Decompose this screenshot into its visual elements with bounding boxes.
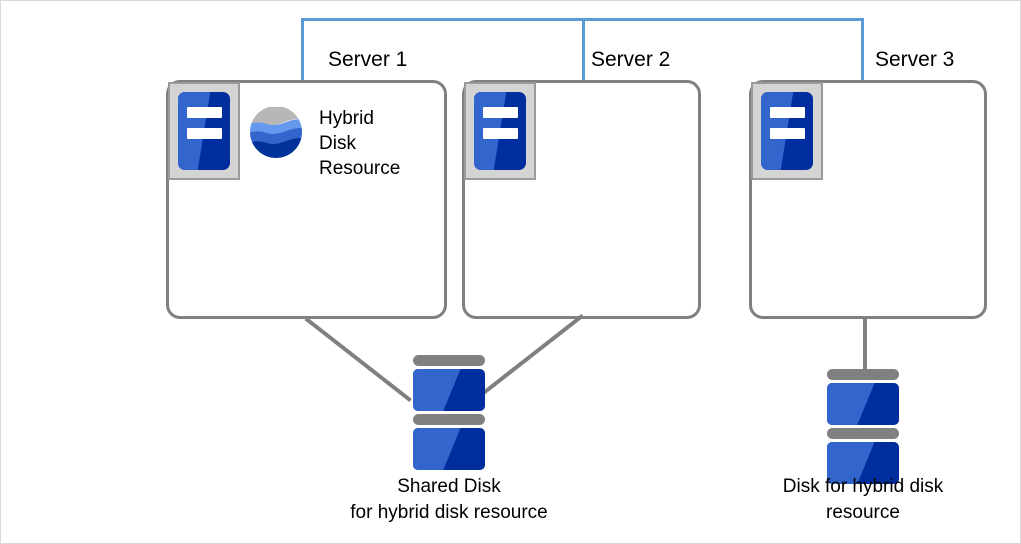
server-chassis: [761, 92, 813, 170]
caption-line-2: resource: [826, 502, 900, 523]
server-slot-bar: [187, 128, 222, 139]
disk-platter: [413, 414, 485, 425]
hybrid-disk-resource-label: Hybrid Disk Resource: [319, 106, 400, 181]
server-slot-bar: [770, 107, 805, 118]
connector-server2-shared-disk: [476, 313, 584, 399]
resource-line-1: Hybrid: [319, 108, 374, 129]
disk-platter: [827, 428, 899, 439]
server-machine-icon-1: [168, 82, 240, 180]
disk-body: [413, 369, 485, 411]
server-slot-bar: [187, 107, 222, 118]
server-slot-bar: [770, 128, 805, 139]
resource-line-2: Disk: [319, 133, 356, 154]
network-drop-server-2: [582, 18, 585, 80]
disk-platter: [413, 355, 485, 366]
shared-disk-icon: [413, 355, 485, 470]
server-slot-bar: [483, 128, 518, 139]
hybrid-disk-caption: Disk for hybrid disk resource: [683, 474, 1020, 526]
disk-body: [827, 383, 899, 425]
server-slot-bar: [483, 107, 518, 118]
server-chassis: [178, 92, 230, 170]
resource-line-3: Resource: [319, 158, 401, 179]
disk-body: [413, 428, 485, 470]
server-label-2: Server 2: [591, 48, 671, 71]
server-machine-icon-3: [751, 82, 823, 180]
hybrid-disk-resource-icon: [249, 105, 303, 159]
network-drop-server-1: [301, 18, 304, 80]
hybrid-disk-icon: [827, 369, 899, 484]
disk-body: [827, 442, 899, 484]
server-label-1: Server 1: [328, 48, 408, 71]
caption-line-1: Shared Disk: [397, 476, 501, 497]
caption-line-2: for hybrid disk resource: [350, 502, 548, 523]
caption-line-1: Disk for hybrid disk: [782, 476, 944, 497]
connector-server3-hybrid-disk: [863, 317, 867, 371]
server-label-3: Server 3: [875, 48, 955, 71]
server-chassis: [474, 92, 526, 170]
shared-disk-caption: Shared Disk for hybrid disk resource: [269, 474, 629, 526]
disk-platter: [827, 369, 899, 380]
server-machine-icon-2: [464, 82, 536, 180]
connector-server1-shared-disk: [304, 317, 412, 403]
network-drop-server-3: [861, 18, 864, 80]
